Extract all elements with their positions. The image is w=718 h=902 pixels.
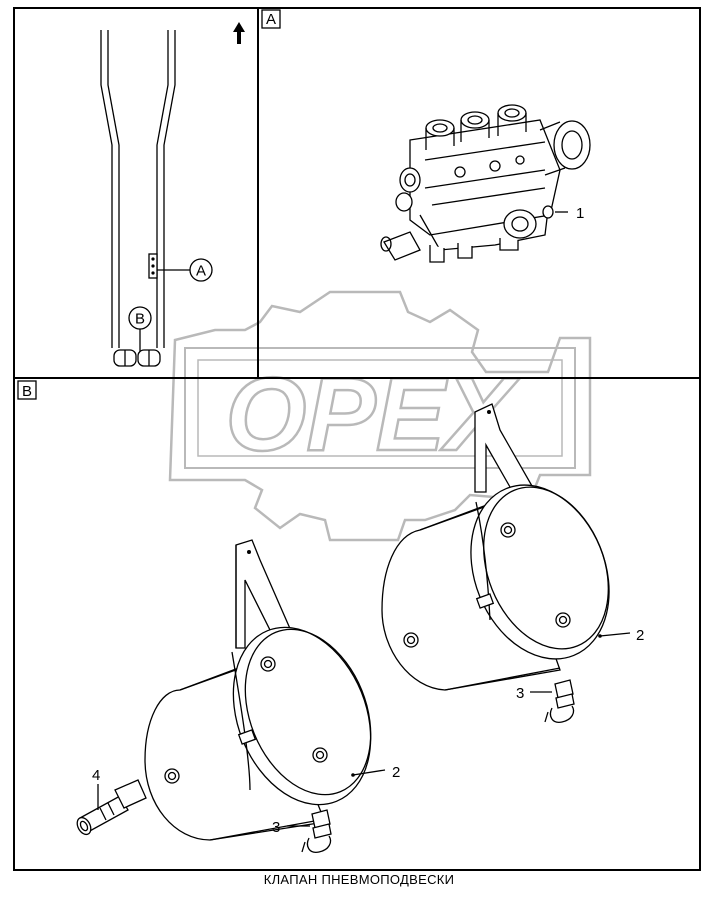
outer-frame <box>13 7 701 871</box>
callout-a-circle <box>189 258 213 282</box>
frames: A B <box>13 7 701 871</box>
section-b-box <box>17 380 37 400</box>
left-rail-outer <box>100 30 113 348</box>
chassis-frame-view: A B <box>100 22 245 367</box>
right-rail-outer <box>163 30 176 348</box>
drain-valve-upper: 3 <box>516 679 575 723</box>
valve-assembly: 1 <box>380 104 591 263</box>
watermark-logo: OPEX <box>168 290 592 542</box>
callout-b-text: B <box>135 311 145 328</box>
callout-part-2-upper: 2 <box>636 627 644 644</box>
callout-a-text: A <box>196 263 206 280</box>
diagram-caption: КЛАПАН ПНЕВМОПОДВЕСКИ <box>263 872 455 887</box>
callout-part-2-lower: 2 <box>392 764 400 781</box>
watermark-text: OPEX <box>226 357 521 473</box>
air-tank-upper: 2 <box>381 403 644 691</box>
right-rail-inner <box>156 30 169 348</box>
section-a-label: A <box>266 11 276 28</box>
callout-part-3-upper: 3 <box>516 685 524 702</box>
direction-arrow-icon <box>233 22 245 44</box>
callout-part-1: 1 <box>576 205 584 222</box>
callout-part-3-lower: 3 <box>272 819 280 836</box>
callout-part-4: 4 <box>92 767 100 784</box>
air-tank-lower: 2 <box>144 539 400 841</box>
fitting-part-4: 4 <box>76 767 147 836</box>
section-a-box <box>261 9 281 29</box>
drain-valve-lower: 3 <box>272 809 332 853</box>
left-rail-inner <box>107 30 120 348</box>
section-b-label: B <box>22 383 32 400</box>
